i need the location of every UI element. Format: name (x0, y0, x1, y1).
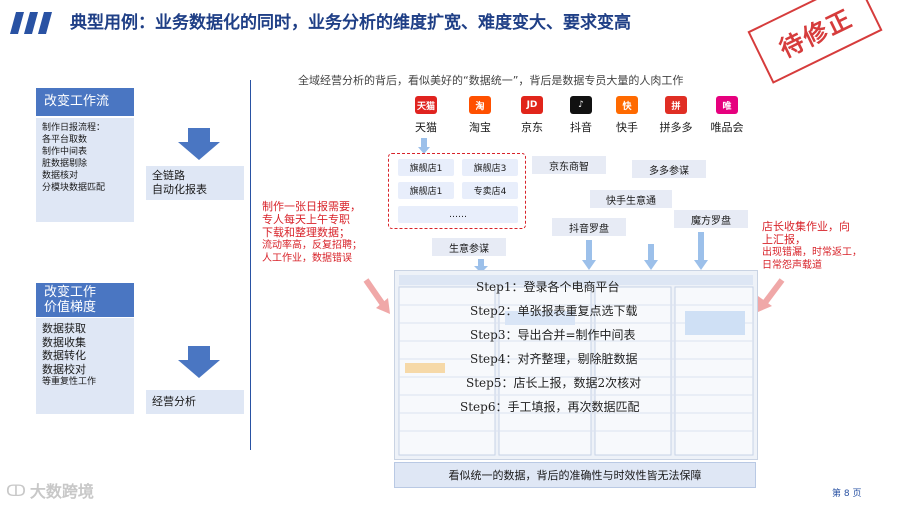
tool-tag-pdd: 多多参谋 (632, 160, 706, 178)
value-line: 数据转化 (42, 349, 86, 362)
workflow-line: 分模块数据匹配 (42, 183, 106, 193)
down-arrow-icon (644, 244, 658, 274)
page-number: 第 8 页 (832, 489, 862, 499)
pinduoduo-logo-icon: 拼 (665, 96, 687, 114)
down-arrow-icon (178, 346, 220, 382)
shop-item-more: …… (398, 206, 518, 223)
down-arrow-icon (582, 240, 596, 274)
red-note-line: 流动率高，反复招聘； (262, 240, 362, 251)
workflow-line: 数据核对 (42, 171, 79, 181)
watermark: ↀ 大数跨境 (6, 478, 94, 502)
value-line: 数据收集 (42, 335, 86, 349)
tool-tag-ks: 快手生意通 (590, 190, 672, 208)
pink-arrow-right-icon (756, 276, 786, 316)
red-note-line: 店长收集作业，向 (762, 220, 850, 233)
workflow-line: 制作中间表 (42, 147, 88, 157)
shop-item: 专卖店4 (462, 182, 518, 199)
shop-item: 旗舰店3 (462, 159, 518, 176)
tool-tag-sy: 生意参谋 (432, 238, 506, 256)
tool-tag-jd: 京东商智 (532, 156, 606, 174)
red-note-line: 专人每天上午专职 (262, 213, 350, 226)
red-note-line: 出现错漏，时常返工， (762, 247, 862, 258)
value-steps-box: 数据获取 数据收集 数据转化 数据校对 等重复性工作 (36, 318, 134, 414)
step-6: Step6：手工填报，再次数据匹配 (460, 400, 640, 414)
subtitle: 全域经营分析的背后，看似美好的“数据统一”，背后是数据专员大量的人肉工作 (298, 74, 684, 87)
platform-label: 抖音 (570, 121, 592, 134)
red-note-line: 日常怨声载道 (762, 260, 822, 271)
red-note-line: 下载和整理数据； (262, 226, 350, 239)
down-arrow-icon (474, 258, 488, 277)
vip-logo-icon: 唯 (716, 96, 738, 114)
value-line: 数据获取 (42, 322, 86, 335)
shop-item: 旗舰店1 (398, 159, 454, 176)
platform-vip: 唯 唯品会 (702, 96, 752, 135)
workflow-line: 脏数据剔除 (42, 159, 88, 169)
down-arrow-icon (694, 232, 708, 274)
title-stripes-icon (10, 12, 54, 34)
business-analysis-box: 经营分析 (146, 390, 244, 414)
red-note-line: 人工作业，数据错误 (262, 253, 352, 264)
tmall-logo-icon: 天猫 (415, 96, 437, 114)
red-note-line: 制作一张日报需要， (262, 200, 361, 213)
vertical-divider (250, 80, 251, 450)
platform-row: 天猫 天猫 淘 淘宝 JD 京东 ♪ 抖音 快 快手 拼 拼多多 唯 唯品会 (398, 96, 752, 135)
platform-label: 京东 (521, 121, 543, 134)
value-header-line: 价值梯度 (44, 300, 97, 315)
workflow-steps-box: 制作日报流程： 各平台取数 制作中间表 脏数据剔除 数据核对 分模块数据匹配 (36, 118, 134, 222)
business-analysis-label: 经营分析 (152, 395, 196, 408)
kuaishou-logo-icon: 快 (616, 96, 638, 114)
down-arrow-icon (178, 128, 220, 164)
douyin-logo-icon: ♪ (570, 96, 592, 114)
revision-stamp: 待修正 (747, 0, 883, 84)
page-title: 典型用例：业务数据化的同时，业务分析的维度扩宽、难度变大、要求变高 (70, 13, 631, 33)
workflow-line: 各平台取数 (42, 135, 88, 145)
watermark-logo-icon: ↀ (6, 480, 26, 500)
tmall-arrow-icon (418, 138, 430, 158)
value-line-extra: 等重复性工作 (42, 377, 97, 387)
platform-label: 唯品会 (710, 121, 744, 134)
pink-arrow-left-icon (362, 276, 392, 320)
watermark-text: 大数跨境 (29, 482, 94, 501)
report-grid-background (398, 275, 754, 456)
platform-kuaishou: 快 快手 (604, 96, 650, 135)
red-note-line: 上汇报， (762, 233, 806, 246)
red-note-right: 店长收集作业，向 上汇报， 出现错漏，时常返工， 日常怨声载道 (762, 220, 898, 272)
platform-jd: JD 京东 (506, 96, 558, 135)
step-4: Step4：对齐整理，剔除脏数据 (470, 352, 638, 366)
platform-taobao: 淘 淘宝 (454, 96, 506, 135)
red-note-left: 制作一张日报需要， 专人每天上午专职 下载和整理数据； 流动率高，反复招聘； 人… (262, 200, 392, 265)
step-3: Step3：导出合并=制作中间表 (470, 328, 636, 342)
auto-report-line: 全链路 (152, 169, 185, 182)
platform-label: 天猫 (415, 121, 437, 134)
step-2: Step2：单张报表重复点选下载 (470, 304, 638, 318)
jd-logo-icon: JD (521, 96, 543, 114)
platform-label: 拼多多 (659, 121, 693, 134)
tool-tag-dy: 抖音罗盘 (552, 218, 626, 236)
workflow-header-label: 改变工作流 (44, 94, 110, 109)
shop-item: 旗舰店1 (398, 182, 454, 199)
auto-report-box: 全链路 自动化报表 (146, 166, 244, 200)
platform-label: 快手 (616, 121, 638, 134)
report-screenshots (394, 270, 758, 460)
shops-container (388, 153, 526, 229)
platform-pinduoduo: 拼 拼多多 (650, 96, 702, 135)
auto-report-line: 自动化报表 (152, 183, 207, 196)
workflow-line: 制作日报流程： (42, 123, 106, 133)
platform-douyin: ♪ 抖音 (558, 96, 604, 135)
tool-tag-mf: 魔方罗盘 (674, 210, 748, 228)
value-header-line: 改变工作 (44, 285, 97, 300)
platform-tmall: 天猫 天猫 (398, 96, 454, 135)
step-1: Step1：登录各个电商平台 (476, 280, 620, 294)
bottom-conclusion-text: 看似统一的数据，背后的准确性与时效性皆无法保障 (448, 469, 702, 482)
value-line: 数据校对 (42, 362, 86, 376)
bottom-conclusion: 看似统一的数据，背后的准确性与时效性皆无法保障 (394, 462, 756, 488)
taobao-logo-icon: 淘 (469, 96, 491, 114)
step-5: Step5：店长上报，数据2次核对 (466, 376, 642, 390)
workflow-header: 改变工作流 (36, 88, 134, 116)
value-header: 改变工作 价值梯度 (36, 283, 134, 317)
platform-label: 淘宝 (469, 121, 491, 134)
